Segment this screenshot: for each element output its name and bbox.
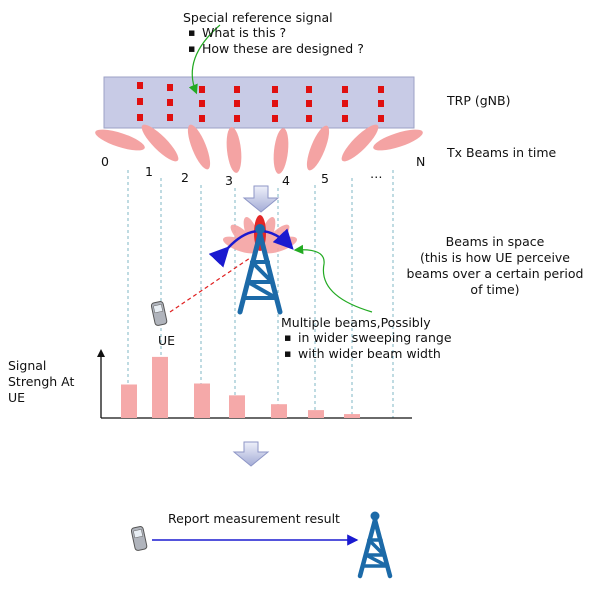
tx-beams-in-time <box>95 124 423 174</box>
ue-phone-icon <box>150 301 168 326</box>
beam-index-label: 1 <box>145 164 153 179</box>
ue-phone-icon-2 <box>130 526 148 551</box>
bullet-item: How these are designed ? <box>186 41 364 57</box>
trp-label: TRP (gNB) <box>447 93 511 108</box>
tx-beam-N <box>373 129 423 151</box>
tx-beam-1 <box>141 124 179 162</box>
beams-in-space-description: (this is how UE perceive beams over a ce… <box>406 250 584 297</box>
beam-index-label: 5 <box>321 171 329 186</box>
gnb-tower-icon-2 <box>357 511 393 579</box>
report-label: Report measurement result <box>168 511 340 526</box>
multiple-beams-title: Multiple beams,Possibly <box>281 315 431 330</box>
ue-link-line <box>169 257 251 313</box>
special-signal-bullets: What is this ? How these are designed ? <box>186 25 364 57</box>
beam-index-label: 3 <box>225 173 233 188</box>
green-arrow-middle <box>293 244 373 313</box>
beam-index-label: N <box>416 154 426 169</box>
multiple-beams-bullets: in wider sweeping range with wider beam … <box>282 330 452 362</box>
bullet-item: with wider beam width <box>282 346 452 362</box>
tx-beams-label: Tx Beams in time <box>447 145 557 160</box>
beam-index-label: … <box>370 166 383 181</box>
tx-beam-2 <box>187 124 211 170</box>
beam-index-label: 4 <box>282 173 290 188</box>
tx-beam-3 <box>226 127 242 173</box>
beams-in-space-title: Beams in space <box>445 234 545 249</box>
signal-bar-7 <box>344 414 360 418</box>
antenna-elements <box>137 82 384 122</box>
tx-beam-4 <box>273 128 289 174</box>
ue-label: UE <box>158 333 176 348</box>
down-arrow-icon-2 <box>232 441 270 467</box>
signal-bar-1 <box>121 384 137 418</box>
beam-index-label: 0 <box>101 154 109 169</box>
bullet-item: What is this ? <box>186 25 364 41</box>
tx-beam-6 <box>341 124 379 162</box>
signal-bar-3 <box>194 383 210 418</box>
tx-beam-0 <box>95 129 145 151</box>
signal-bars <box>121 356 360 418</box>
signal-axis-label: Signal Strengh At UE <box>8 358 75 405</box>
signal-bar-4 <box>229 395 245 418</box>
trp-box <box>103 76 415 129</box>
down-arrow-icon <box>242 185 280 213</box>
signal-bar-6 <box>308 410 324 418</box>
bullet-item: in wider sweeping range <box>282 330 452 346</box>
special-signal-title: Special reference signal <box>183 10 333 25</box>
signal-bar-2 <box>152 356 168 418</box>
signal-bar-5 <box>271 404 287 418</box>
beam-index-label: 2 <box>181 170 189 185</box>
tx-beam-5 <box>306 125 330 171</box>
gnb-tower-icon <box>237 224 283 315</box>
